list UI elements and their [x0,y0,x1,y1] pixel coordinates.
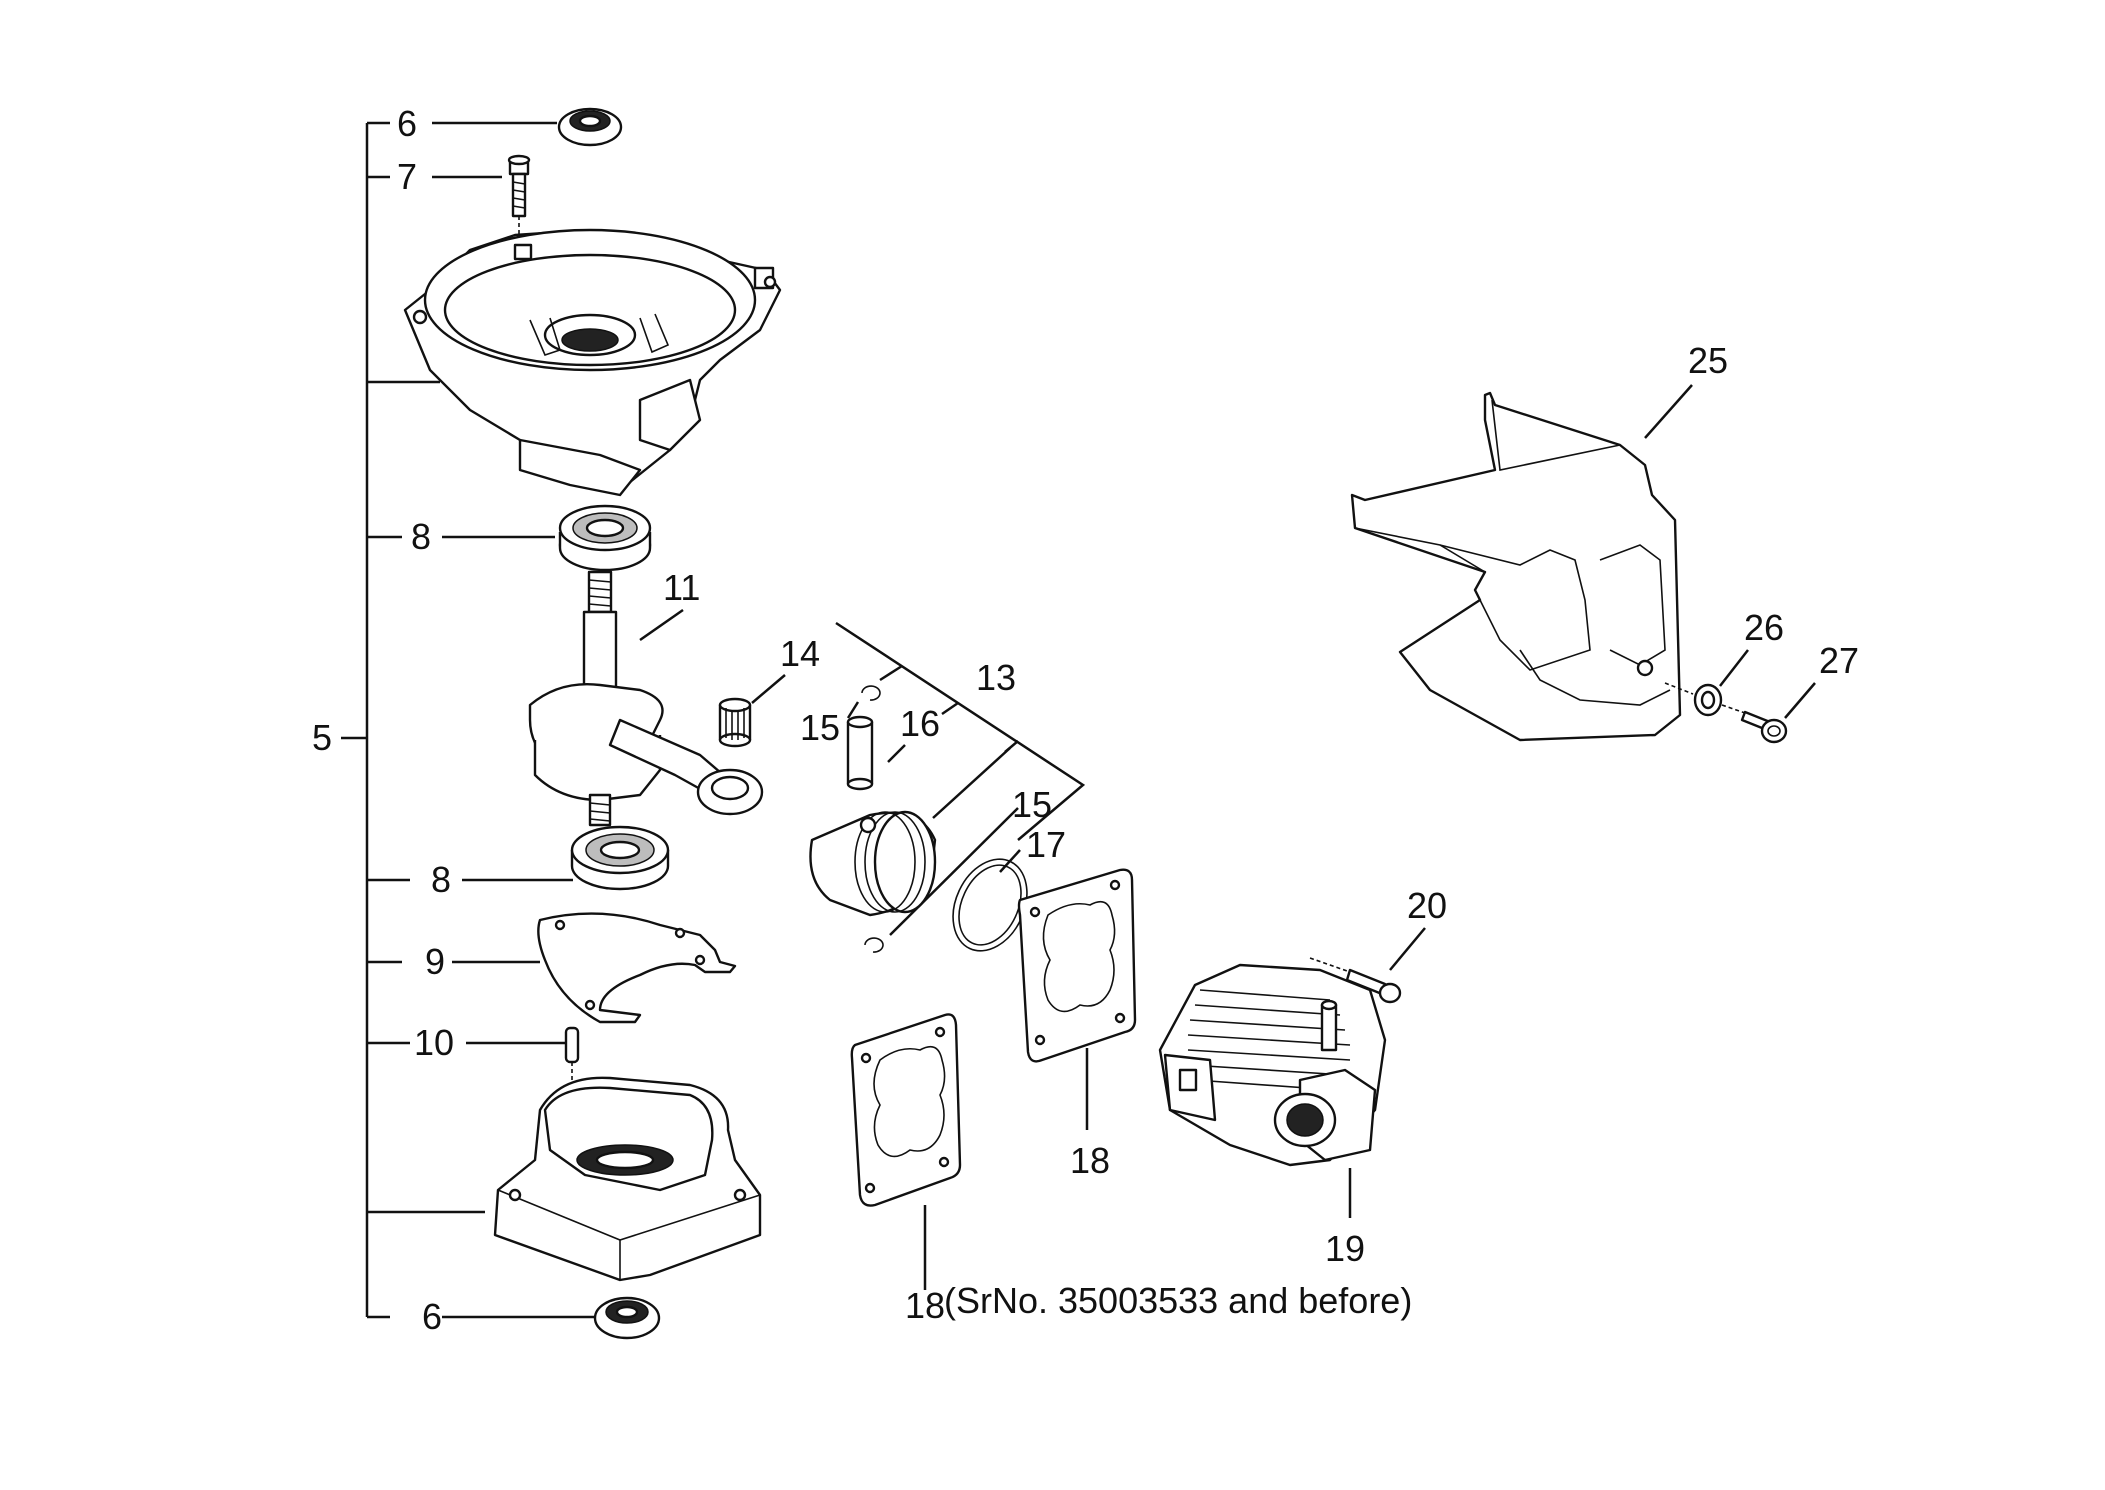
callout-5: 5 [312,717,332,758]
oil-seal-bottom-icon [593,1296,661,1340]
piston-icon [809,810,937,917]
circlip-upper-icon [861,685,881,701]
callout-18-left: 18 [905,1285,945,1326]
assembly-bracket-5 [341,121,485,1319]
crankshaft-icon [528,570,764,827]
crankcase-lower-icon [493,1076,762,1282]
crankcase-upper-icon [403,228,782,497]
callout-16: 16 [900,703,940,744]
callout-17: 17 [1026,824,1066,865]
gasket-9-icon [537,912,737,1024]
callout-9: 9 [425,941,445,982]
callout-25: 25 [1688,340,1728,381]
cylinder-cover-icon [1350,391,1682,742]
callout-20: 20 [1407,885,1447,926]
bolt-27-icon [1721,704,1788,744]
callout-27: 27 [1819,640,1859,681]
needle-bearing-icon [718,697,752,748]
callout-13: 13 [976,657,1016,698]
cylinder-icon [1158,963,1387,1167]
callout-8-top: 8 [411,516,431,557]
callout-10: 10 [414,1022,454,1063]
oil-seal-top-icon [557,107,623,147]
callout-26: 26 [1744,607,1784,648]
callout-19: 19 [1325,1228,1365,1269]
cylinder-gasket-right-icon [1017,868,1137,1063]
callout-8-bottom: 8 [431,859,451,900]
callout-14: 14 [780,633,820,674]
bolt-20-icon [1309,957,1402,1004]
ball-bearing-bottom-icon [570,825,670,891]
callout-7: 7 [397,156,417,197]
piston-pin-icon [846,715,874,791]
bolt-7-icon [507,154,531,325]
circlip-lower-icon [864,937,884,953]
callout-18-note: (SrNo. 35003533 and before) [944,1280,1412,1321]
callout-6-bottom: 6 [422,1296,442,1337]
cylinder-gasket-left-icon [850,1013,962,1207]
callout-11: 11 [663,567,700,608]
collar-icon [1664,682,1723,717]
callout-6-top: 6 [397,103,417,144]
callout-15-right: 15 [1012,784,1052,825]
callout-18-right: 18 [1070,1140,1110,1181]
callout-15-left: 15 [800,707,840,748]
ball-bearing-top-icon [558,504,652,572]
